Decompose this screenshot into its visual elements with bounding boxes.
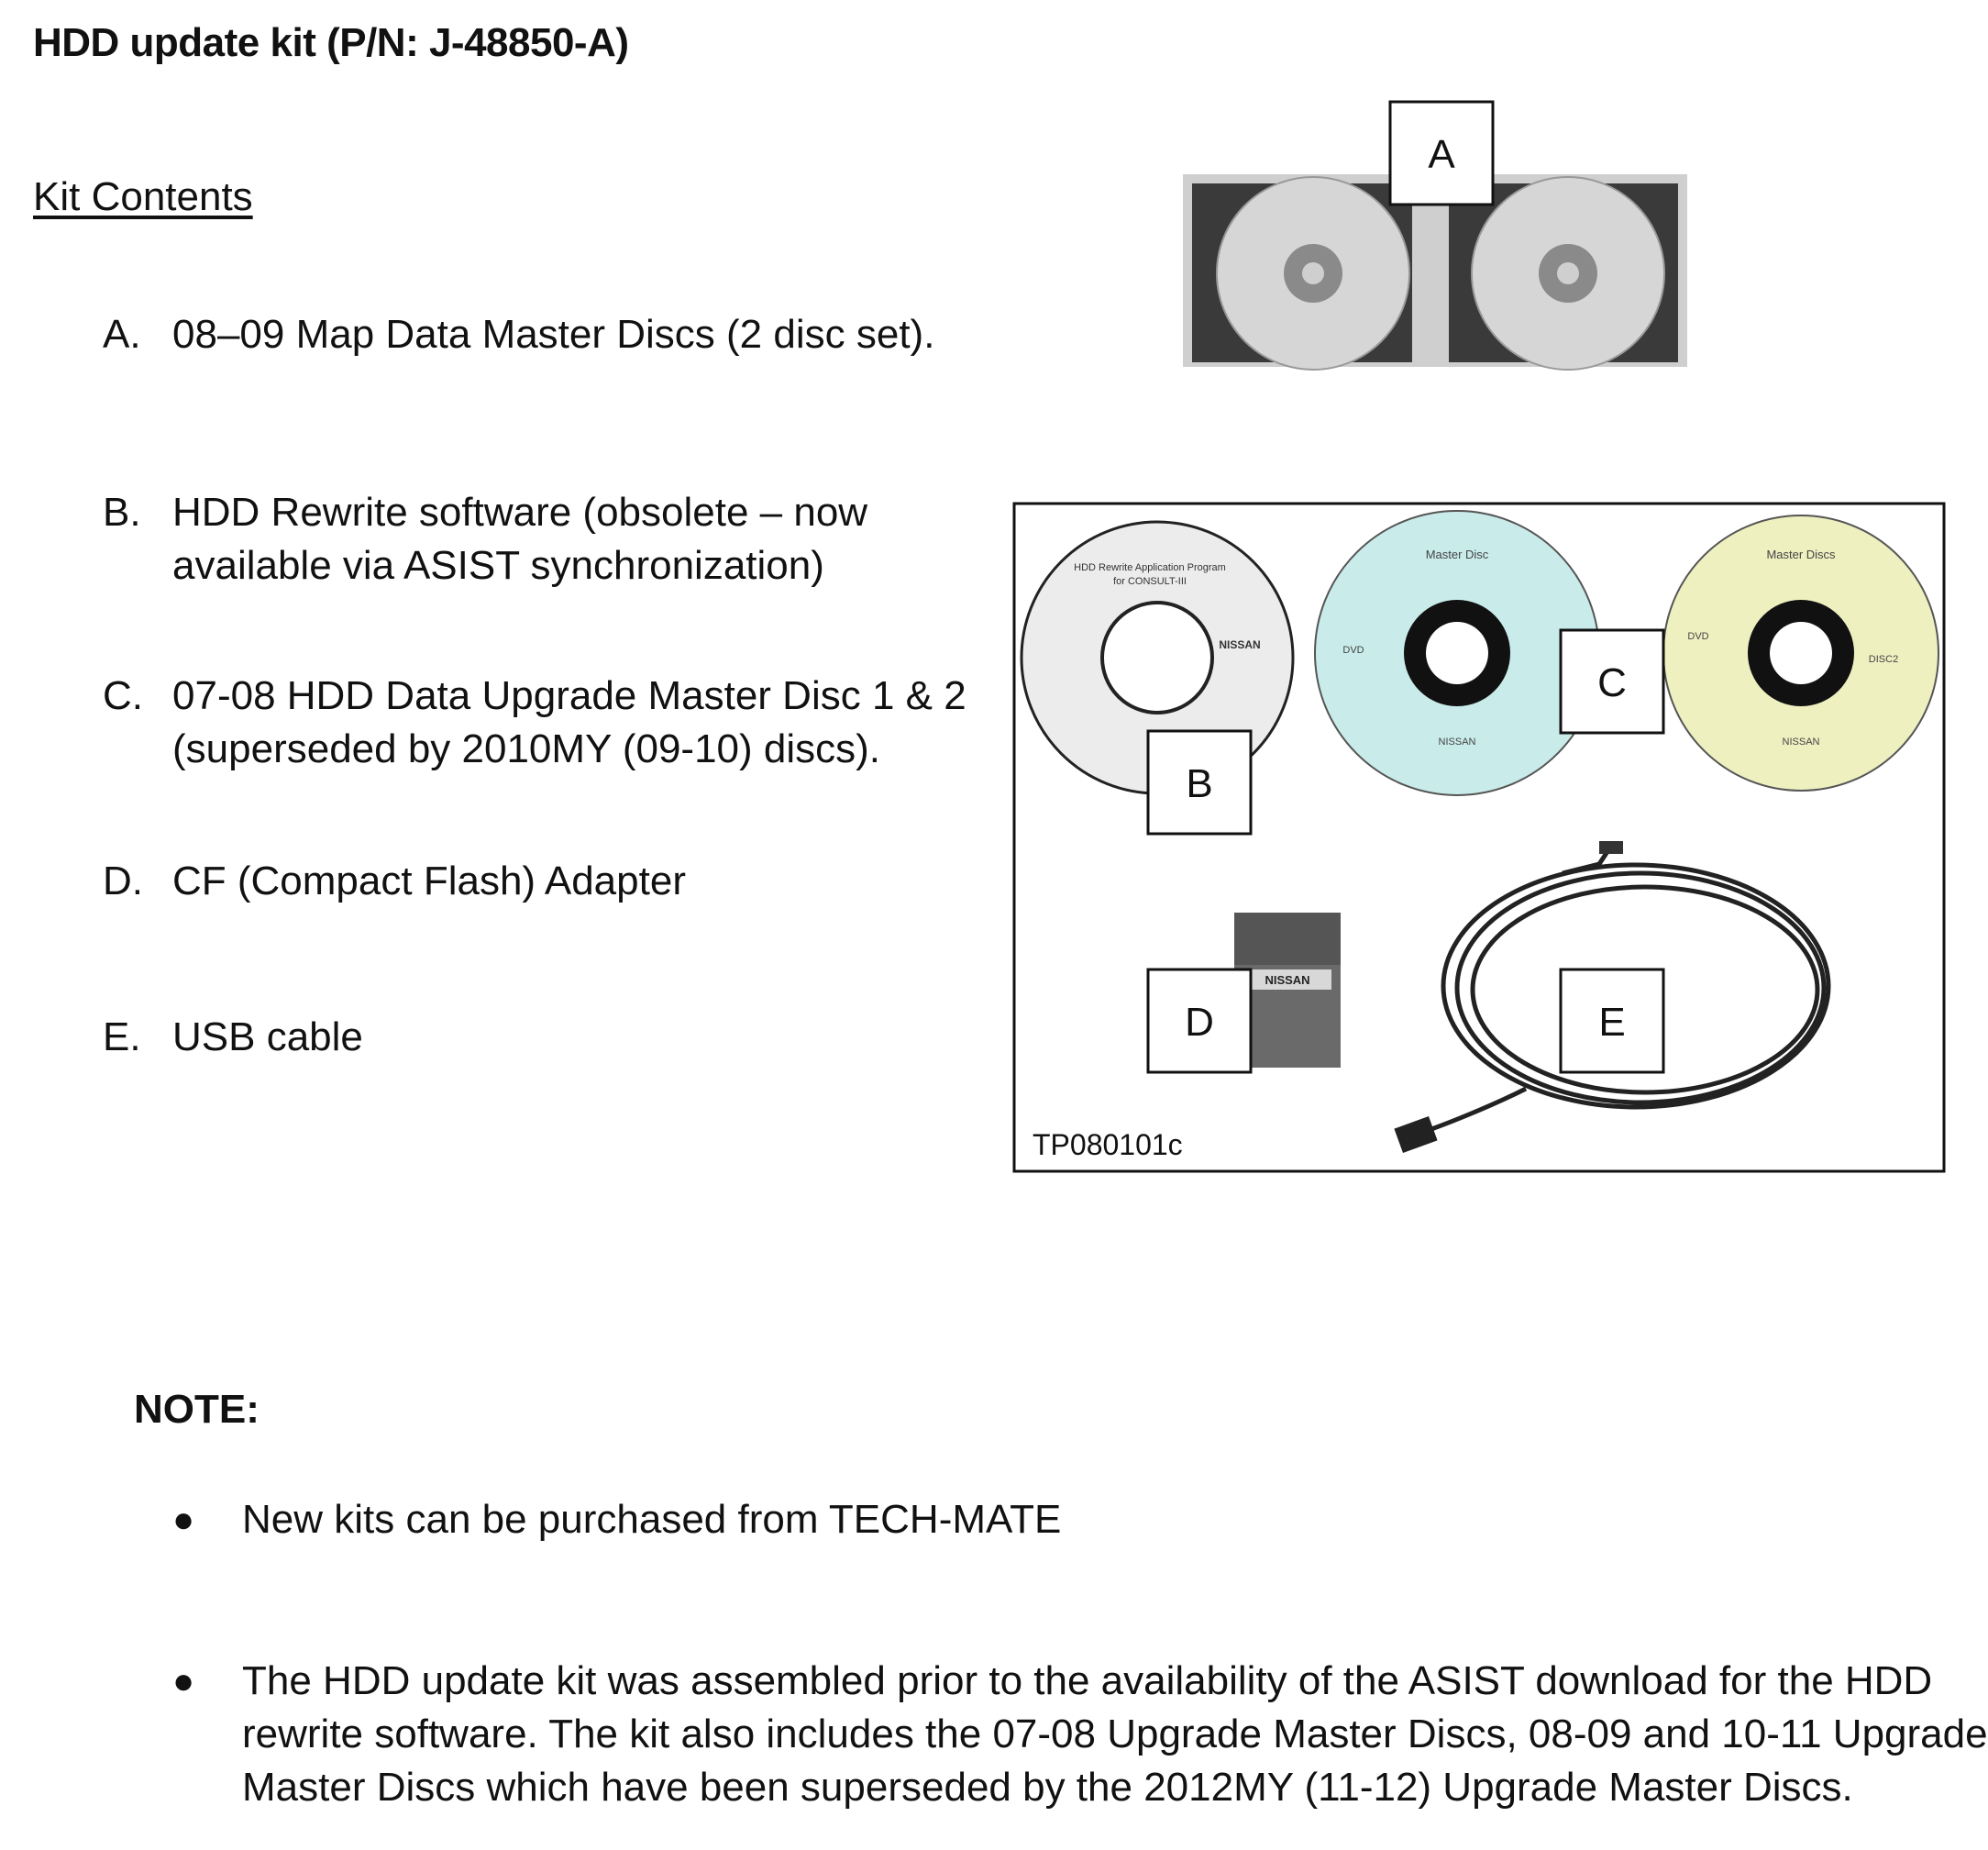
usb-plug: [1394, 1116, 1438, 1153]
disc-b-title-2: for CONSULT-III: [1113, 576, 1187, 587]
disc-c1-hole: [1426, 622, 1488, 684]
disc-c2-dvd: DVD: [1687, 631, 1708, 642]
cf-adapter-brand: NISSAN: [1265, 973, 1309, 987]
label-b: B: [1186, 761, 1212, 806]
usb-mini-plug: [1599, 841, 1623, 854]
label-d: D: [1185, 1000, 1214, 1045]
item-letter: C.: [103, 673, 143, 718]
label-box-b: [1146, 729, 1253, 836]
disc-c2-brand: NISSAN: [1783, 737, 1820, 748]
item-letter: A.: [103, 312, 141, 357]
disc-c1-dvd: DVD: [1342, 645, 1364, 656]
disc-c1-title: Master Disc: [1426, 548, 1489, 561]
label-box-d: [1146, 968, 1253, 1074]
photo-b-kit-components: HDD Rewrite Application Program for CONS…: [1012, 502, 1946, 1173]
disc-c2-tag: DISC2: [1869, 654, 1898, 665]
note-text-line: rewrite software. The kit also includes …: [242, 1712, 1988, 1756]
label-c: C: [1597, 660, 1627, 705]
item-text-line: HDD Rewrite software (obsolete – now: [172, 490, 868, 535]
note-text-line: New kits can be purchased from TECH-MATE: [242, 1497, 1062, 1542]
bullet-icon: ●: [172, 1661, 195, 1701]
label-a: A: [1428, 132, 1455, 177]
note-text-line: The HDD update kit was assembled prior t…: [242, 1658, 1933, 1703]
item-text-line: available via ASIST synchronization): [172, 543, 824, 588]
disc-c2-title: Master Discs: [1766, 548, 1836, 561]
item-text-line: 07-08 HDD Data Upgrade Master Disc 1 & 2: [172, 673, 966, 718]
photo-caption: TP080101c: [1033, 1128, 1183, 1161]
item-letter: D.: [103, 859, 143, 903]
item-text-line: CF (Compact Flash) Adapter: [172, 859, 686, 903]
note-text-line: Master Discs which have been superseded …: [242, 1765, 1853, 1810]
disc-c2-hole: [1770, 622, 1832, 684]
item-text-line: 08–09 Map Data Master Discs (2 disc set)…: [172, 312, 935, 357]
disc-a2-hole: [1557, 262, 1579, 284]
label-e: E: [1598, 1000, 1625, 1045]
bullet-icon: ●: [172, 1500, 195, 1540]
item-letter: B.: [103, 490, 141, 535]
label-box-c: [1559, 628, 1665, 735]
photo-a-disc-cases: A: [1183, 100, 1687, 371]
label-box-e: [1559, 968, 1665, 1074]
item-text-line: USB cable: [172, 1014, 363, 1059]
usb-cable: [1415, 848, 1831, 1137]
page-title: HDD update kit (P/N: J-48850-A): [33, 20, 629, 65]
cf-adapter-top: [1234, 913, 1341, 969]
disc-b-hub: [1100, 601, 1214, 715]
cf-adapter-label: [1243, 969, 1331, 990]
note-heading: NOTE:: [134, 1387, 260, 1432]
item-letter: E.: [103, 1014, 141, 1059]
kit-contents-heading: Kit Contents: [33, 174, 253, 219]
disc-b-title-1: HDD Rewrite Application Program: [1074, 562, 1226, 573]
disc-b-brand: NISSAN: [1219, 638, 1260, 651]
disc-c1-brand: NISSAN: [1439, 737, 1476, 748]
disc-a1-hole: [1302, 262, 1324, 284]
item-text-line: (superseded by 2010MY (09-10) discs).: [172, 726, 881, 771]
label-box-a: [1388, 100, 1495, 206]
